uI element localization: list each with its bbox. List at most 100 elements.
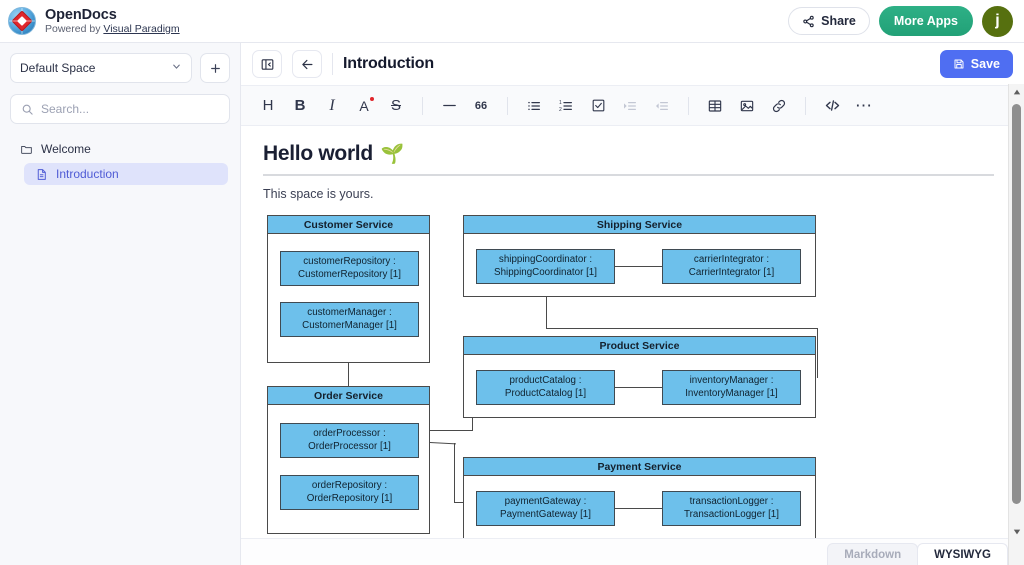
part-inventory-manager[interactable]: inventoryManager : InventoryManager [1] xyxy=(662,370,801,405)
scrollbar-thumb[interactable] xyxy=(1012,104,1021,504)
bullet-list-icon[interactable] xyxy=(519,92,549,120)
space-selector-label: Default Space xyxy=(20,61,96,75)
package-product-service[interactable]: Product Service productCatalog : Product… xyxy=(463,336,816,418)
part-label-line1: orderRepository : xyxy=(311,479,388,491)
sidebar-item-introduction[interactable]: Introduction xyxy=(24,163,228,185)
package-product-service-title: Product Service xyxy=(464,337,815,355)
text-color-icon[interactable]: A xyxy=(349,92,379,120)
add-space-button[interactable] xyxy=(200,53,230,83)
vertical-scrollbar[interactable] xyxy=(1008,84,1024,565)
connector-order-to-payment-diag xyxy=(429,442,457,445)
search-input[interactable]: Search... xyxy=(10,94,230,124)
format-toolbar: H B I A S 66 1 2 xyxy=(241,86,1024,126)
connector-shipping-coordinator-to-carrier xyxy=(615,266,662,268)
avatar[interactable]: j xyxy=(982,5,1013,37)
top-bar-actions: Share More Apps j xyxy=(788,5,1024,37)
caret-up-icon xyxy=(1013,89,1020,94)
share-button[interactable]: Share xyxy=(788,7,870,35)
search-icon xyxy=(22,104,33,115)
document-heading-text: Hello world xyxy=(263,142,373,165)
part-label-line1: shippingCoordinator : xyxy=(498,253,593,265)
package-shipping-service[interactable]: Shipping Service shippingCoordinator : S… xyxy=(463,215,816,297)
toolbar-separator xyxy=(422,96,423,115)
image-icon[interactable] xyxy=(732,92,762,120)
connector-shipping-vertical xyxy=(546,276,548,329)
document-header: Introduction Save xyxy=(241,43,1024,86)
chevron-down-icon xyxy=(171,61,182,75)
code-icon[interactable] xyxy=(817,92,847,120)
package-payment-service-title: Payment Service xyxy=(464,458,815,476)
part-order-repository[interactable]: orderRepository : OrderRepository [1] xyxy=(280,475,419,510)
link-icon[interactable] xyxy=(764,92,794,120)
floppy-disk-icon xyxy=(954,59,964,69)
space-selector[interactable]: Default Space xyxy=(10,53,192,83)
part-label-line2: OrderRepository [1] xyxy=(306,492,393,504)
package-order-service-title: Order Service xyxy=(268,387,429,405)
checklist-icon[interactable] xyxy=(583,92,613,120)
tab-markdown[interactable]: Markdown xyxy=(827,543,919,565)
app-title: OpenDocs xyxy=(45,6,117,23)
brand-text: OpenDocs Powered by Visual Paradigm xyxy=(45,7,180,36)
uml-diagram[interactable]: Customer Service customerRepository : Cu… xyxy=(263,211,1003,541)
back-button[interactable] xyxy=(292,50,322,78)
part-label-line2: ProductCatalog [1] xyxy=(504,387,587,399)
part-label-line1: transactionLogger : xyxy=(689,495,774,507)
part-customer-manager[interactable]: customerManager : CustomerManager [1] xyxy=(280,302,419,337)
scroll-up-button[interactable] xyxy=(1009,84,1024,99)
plus-icon xyxy=(210,63,220,73)
more-apps-button[interactable]: More Apps xyxy=(878,6,973,36)
part-label-line1: carrierIntegrator : xyxy=(693,253,770,265)
part-order-processor[interactable]: orderProcessor : OrderProcessor [1] xyxy=(280,423,419,458)
blockquote-icon[interactable]: 66 xyxy=(474,99,488,112)
indent-icon xyxy=(615,92,645,120)
part-customer-repository[interactable]: customerRepository : CustomerRepository … xyxy=(280,251,419,286)
sidebar-item-welcome-label: Welcome xyxy=(41,142,91,156)
document-body[interactable]: Hello world 🌱 This space is yours. xyxy=(241,126,1024,565)
share-label: Share xyxy=(821,14,856,28)
connector-payment-gateway-to-logger xyxy=(615,508,662,510)
toolbar-separator xyxy=(805,96,806,115)
package-order-service[interactable]: Order Service orderProcessor : OrderProc… xyxy=(267,386,430,534)
numbered-list-icon[interactable]: 1 2 xyxy=(551,92,581,120)
tab-wysiwyg[interactable]: WYSIWYG xyxy=(917,543,1008,565)
part-label-line2: TransactionLogger [1] xyxy=(684,508,779,520)
package-payment-service[interactable]: Payment Service paymentGateway : Payment… xyxy=(463,457,816,539)
visual-paradigm-link[interactable]: Visual Paradigm xyxy=(103,22,180,35)
panel-collapse-icon xyxy=(261,58,273,70)
part-transaction-logger[interactable]: transactionLogger : TransactionLogger [1… xyxy=(662,491,801,526)
part-shipping-coordinator[interactable]: shippingCoordinator : ShippingCoordinato… xyxy=(476,249,615,284)
svg-text:1: 1 xyxy=(559,100,562,106)
part-payment-gateway[interactable]: paymentGateway : PaymentGateway [1] xyxy=(476,491,615,526)
table-icon[interactable] xyxy=(700,92,730,120)
svg-text:2: 2 xyxy=(559,107,562,113)
arrow-left-icon xyxy=(301,59,312,69)
heading-icon[interactable]: H xyxy=(262,97,274,114)
scroll-down-button[interactable] xyxy=(1009,524,1024,539)
document-tree: Welcome Introduction xyxy=(10,138,230,185)
package-customer-service[interactable]: Customer Service customerRepository : Cu… xyxy=(267,215,430,363)
italic-icon[interactable]: I xyxy=(329,96,335,114)
sidebar-item-welcome[interactable]: Welcome xyxy=(10,138,230,160)
outdent-icon xyxy=(647,92,677,120)
strikethrough-icon[interactable]: S xyxy=(390,97,401,114)
connector-shipping-to-inventory xyxy=(817,328,819,378)
bold-icon[interactable]: B xyxy=(294,97,306,114)
folder-icon xyxy=(21,145,32,154)
part-carrier-integrator[interactable]: carrierIntegrator : CarrierIntegrator [1… xyxy=(662,249,801,284)
part-label-line2: OrderProcessor [1] xyxy=(308,440,391,452)
package-shipping-service-title: Shipping Service xyxy=(464,216,815,234)
seedling-emoji-icon: 🌱 xyxy=(380,144,405,165)
share-nodes-icon xyxy=(803,15,814,27)
header-divider xyxy=(332,53,333,75)
part-label-line2: CustomerManager [1] xyxy=(302,319,397,331)
page-title: Introduction xyxy=(343,55,434,72)
part-label-line2: InventoryManager [1] xyxy=(685,387,778,399)
connector-shipping-horizontal xyxy=(546,328,818,330)
more-options-icon[interactable]: ⋯ xyxy=(855,95,873,115)
part-product-catalog[interactable]: productCatalog : ProductCatalog [1] xyxy=(476,370,615,405)
panel-collapse-button[interactable] xyxy=(252,50,282,78)
save-button[interactable]: Save xyxy=(939,50,1013,78)
space-row: Default Space xyxy=(10,53,230,83)
horizontal-rule-icon[interactable] xyxy=(434,92,464,120)
